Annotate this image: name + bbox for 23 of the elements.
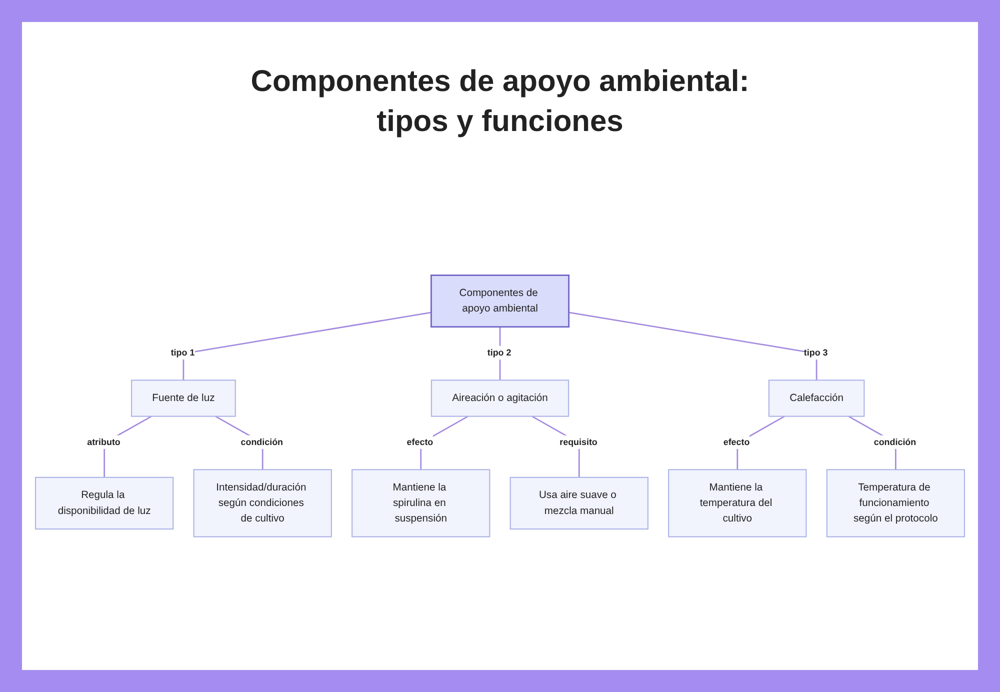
node-box: Mantiene la temperatura del cultivo (668, 469, 807, 538)
connector (568, 312, 818, 380)
node-box: Regula la disponibilidad de luz (35, 476, 174, 530)
edge-label: condición (874, 436, 916, 447)
edge-label: efecto (406, 436, 434, 447)
node-box: Intensidad/duración según condiciones de cultivo (193, 469, 332, 538)
node-box: Temperatura de funcionamiento según el protocolo (826, 469, 965, 538)
node-box: Calefacción (768, 380, 865, 417)
edge-label: condición (240, 436, 284, 447)
edge-label: atributo (87, 436, 120, 447)
edge-label: tipo 1 (170, 347, 195, 358)
node-box: Usa aire suave o mezcla manual (510, 476, 648, 530)
edge-label: tipo 3 (804, 347, 828, 358)
connector (182, 312, 432, 380)
diagram-title: Componentes de apoyo ambiental: tipos y funciones (250, 64, 750, 140)
node-box: Componentes de apoyo ambiental (430, 274, 570, 328)
edge-label: requisito (560, 436, 598, 447)
node-box: Mantiene la spirulina en suspensión (352, 469, 490, 538)
node-box: Aireación o agitación (430, 380, 570, 417)
edge-label: tipo 2 (487, 347, 512, 358)
edge-label: efecto (723, 436, 750, 447)
node-box: Fuente de luz (131, 380, 236, 417)
connector (499, 326, 501, 380)
